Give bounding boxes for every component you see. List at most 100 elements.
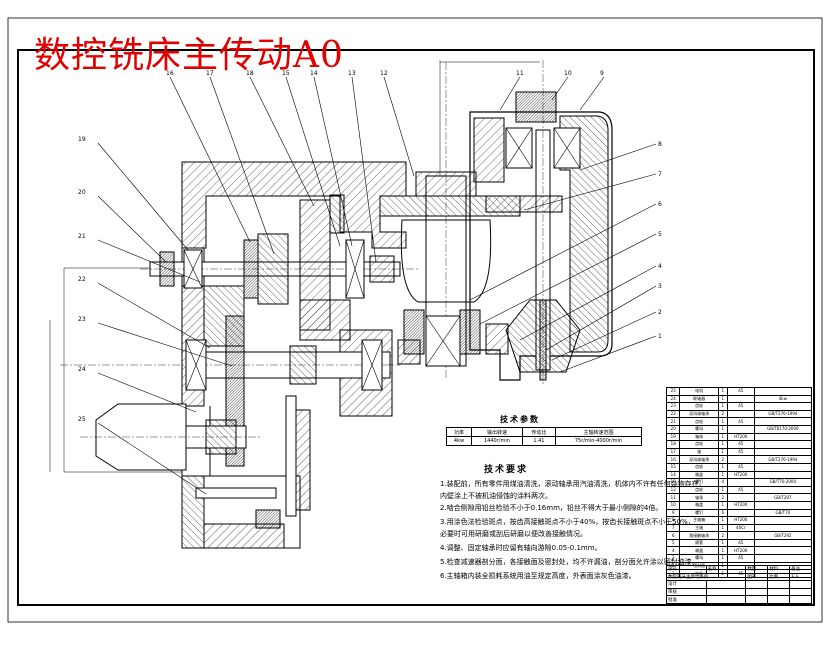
inner-frame <box>17 49 815 606</box>
bom-cell: 14 <box>665 470 681 480</box>
bom-cell: GB/T292 <box>753 531 813 540</box>
bom-header-cell: 序号 <box>666 565 707 574</box>
title-block-sheet-label: 图号 <box>745 572 769 582</box>
balloon-25: 25 <box>78 416 86 423</box>
bom-cell: 端盖 <box>679 470 719 480</box>
bom-cell: 角接触轴承 <box>679 531 719 540</box>
balloon-2: 2 <box>658 309 662 316</box>
bom-cell: 45 <box>726 485 755 495</box>
bom-cell: 18 <box>665 440 681 449</box>
bom-cell: 25 <box>665 387 681 396</box>
balloon-21: 21 <box>78 233 86 240</box>
bom-cell: 20 <box>665 424 681 434</box>
balloon-23: 23 <box>78 316 86 323</box>
spec-value-row: 4kw 1440r/min 1.41 75r/min-4000r/min <box>446 436 643 446</box>
balloon-4: 4 <box>658 263 662 270</box>
spec-value-cell: 1.41 <box>521 436 556 446</box>
bom-cell: 主轴箱 <box>679 516 719 525</box>
bom-cell: 7 <box>665 523 681 533</box>
bom-cell: 螺母 <box>679 554 719 563</box>
bom-cell: 45 <box>726 447 755 457</box>
lower-linkage <box>195 395 311 529</box>
balloon-1: 1 <box>658 333 662 340</box>
bom-cell: 16 <box>665 455 681 464</box>
bom-cell: 齿轮 <box>679 485 719 495</box>
bom-cell: 螺钉 <box>679 478 719 487</box>
bom-cell <box>726 394 755 404</box>
title-block-name: 数控铣床主传动系统 <box>665 572 747 582</box>
bom-cell: 1 <box>717 516 728 525</box>
bom-cell: 轴 <box>679 447 719 457</box>
bom-cell: HT200 <box>726 432 755 442</box>
balloon-8: 8 <box>658 141 662 148</box>
bom-cell: 深沟球轴承 <box>679 455 719 464</box>
bom-cell: 1 <box>717 447 728 457</box>
bom-cell <box>726 508 755 518</box>
spec-table-title: 技术参数 <box>500 415 540 424</box>
title-block-scale-label: 比例 <box>767 572 791 582</box>
bom-cell: GB/T70-2000 <box>753 478 813 487</box>
title-block-check: 审核 <box>666 587 707 597</box>
bom-cell: 深沟球轴承 <box>679 409 719 419</box>
bom-cell: 6 <box>665 531 681 540</box>
spec-value-cell: 4kw <box>446 436 472 446</box>
balloon-22: 22 <box>78 276 86 283</box>
bom-cell: GB/T297 <box>753 493 813 502</box>
bom-cell: 45 <box>726 554 755 563</box>
bom-cell <box>753 485 813 495</box>
spec-value-cell: 1440r/min <box>471 436 523 446</box>
bom-cell: 齿轮 <box>679 462 719 472</box>
bom-cell <box>753 462 813 472</box>
bom-cell: 40Cr <box>726 523 755 533</box>
balloon-3: 3 <box>658 283 662 290</box>
dimension-lines <box>49 60 540 473</box>
bom-cell: 1 <box>717 470 728 480</box>
spec-header-cell: 输出转速 <box>471 427 523 437</box>
balloon-12: 12 <box>380 70 388 77</box>
bom-cell: 45 <box>726 462 755 472</box>
bom-cell <box>726 493 755 502</box>
bom-cell <box>753 554 813 563</box>
bom-cell <box>753 500 813 510</box>
tech-requirement-line: 6.主轴箱内装全损耗系统用油至规定高度，外表面涂灰色油漆。 <box>440 572 636 580</box>
bom-cell: 齿轮 <box>679 440 719 449</box>
spec-header-cell: 主轴转速范围 <box>554 427 643 437</box>
bom-cell: 齿轮 <box>679 402 719 411</box>
bom-header-cell: 备注 <box>789 565 812 574</box>
bom-cell: 2 <box>717 409 728 419</box>
bom-cell: 2 <box>717 455 728 464</box>
bom-cell: 23 <box>665 402 681 411</box>
bom-cell <box>753 546 813 556</box>
balloon-9: 9 <box>600 70 604 77</box>
bom-header-cell: 材料 <box>767 565 791 574</box>
bom-cell: 1 <box>717 485 728 495</box>
bom-cell: 电机 <box>679 387 719 396</box>
bom-cell <box>726 531 755 540</box>
bom-cell: 5 <box>665 538 681 548</box>
bom-cell: 2 <box>717 493 728 502</box>
bom-cell: GB/T276-1994 <box>753 409 813 419</box>
bom-cell: 端盖 <box>679 546 719 556</box>
title-block-approve: 批准 <box>666 595 707 604</box>
bom-cell: 隔套 <box>679 538 719 548</box>
bom-cell: 3 <box>665 554 681 563</box>
bom-cell: 主轴 <box>679 523 719 533</box>
tech-requirement-line: 4.调整、固定轴承时应留有轴向游隙0.05-0.1mm。 <box>440 544 602 552</box>
bom-cell: 1 <box>717 387 728 396</box>
bom-cell: 11 <box>665 493 681 502</box>
balloon-10: 10 <box>564 70 572 77</box>
